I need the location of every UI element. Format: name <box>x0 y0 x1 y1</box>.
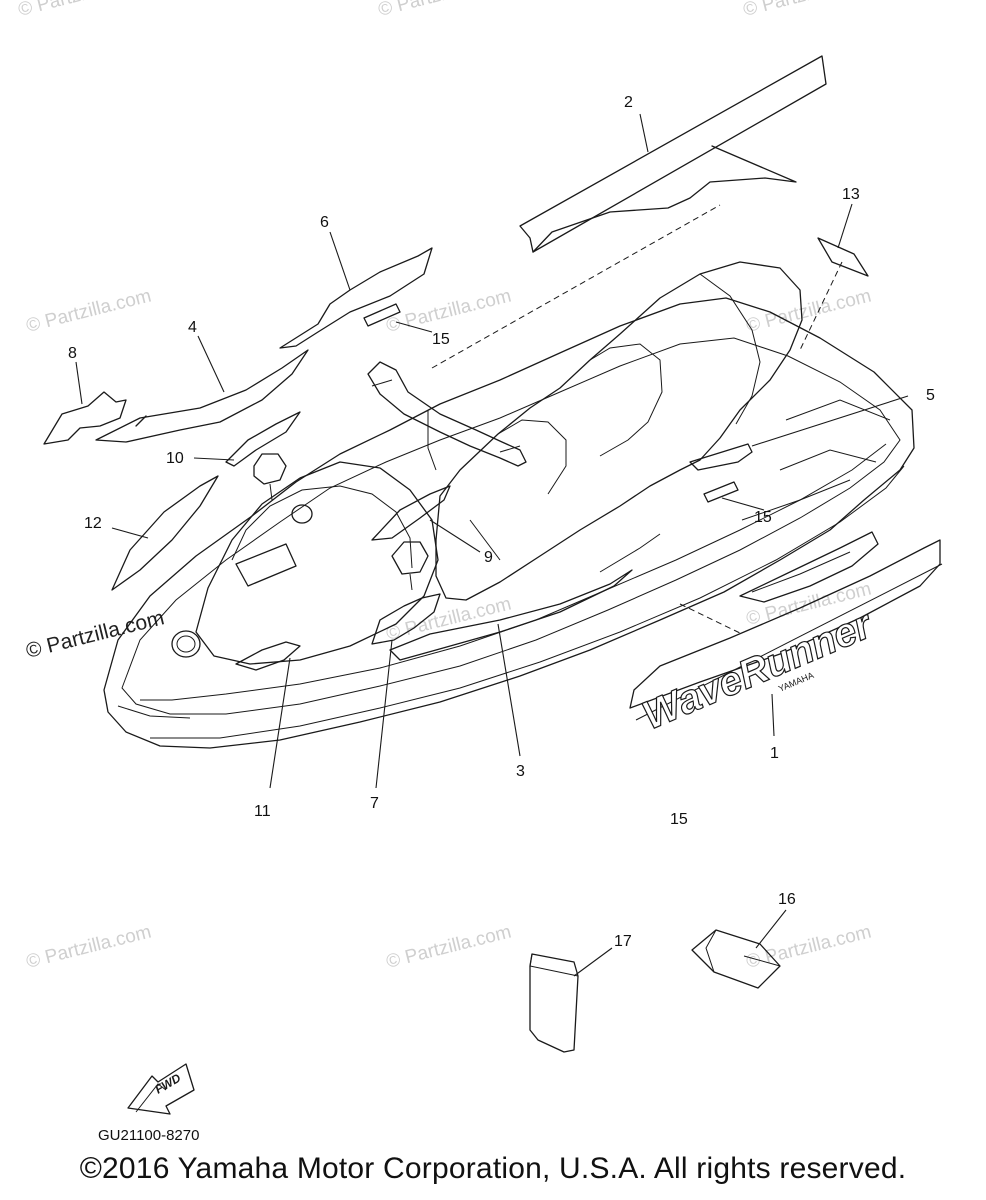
callout-17: 17 <box>614 933 632 950</box>
leader-lines <box>75 113 909 977</box>
callout-5: 5 <box>926 387 935 404</box>
part-11-decal <box>235 641 301 671</box>
watercraft-hull <box>103 297 915 749</box>
watermark: © Partzilla.com <box>741 0 870 21</box>
watermark: © Partzilla.com <box>384 594 513 645</box>
watermark: © Partzilla.com <box>24 286 153 337</box>
callout-4: 4 <box>188 319 197 336</box>
callout-2: 2 <box>624 94 633 111</box>
callout-8: 8 <box>68 345 77 362</box>
part-9-decal <box>371 485 451 541</box>
hood-cowl <box>195 453 439 665</box>
diagram-code: GU21100-8270 <box>98 1127 199 1144</box>
callout-7: 7 <box>370 795 379 812</box>
part-1-waverunner-decal: WaveRunner YAMAHA <box>629 539 943 739</box>
callout-15-mid: 15 <box>754 509 772 526</box>
part-2-top-stripe <box>431 55 827 369</box>
callout-10: 10 <box>166 450 184 467</box>
part-8-decal <box>43 391 127 445</box>
watermark: © Partzilla.com <box>24 922 153 973</box>
callout-13: 13 <box>842 186 860 203</box>
fwd-arrow-icon: FWD <box>127 1063 195 1115</box>
part-4-decal <box>95 349 309 443</box>
callout-15-lower: 15 <box>670 811 688 828</box>
callout-9: 9 <box>484 549 493 566</box>
part-15-tag <box>703 481 739 503</box>
part-13-decal <box>799 237 869 351</box>
part-6-decal <box>279 247 433 349</box>
callout-6: 6 <box>320 214 329 231</box>
callout-15-upper: 15 <box>432 331 450 348</box>
callout-16: 16 <box>778 891 796 908</box>
callout-3: 3 <box>516 763 525 780</box>
callout-12: 12 <box>84 515 102 532</box>
fwd-label: FWD <box>153 1071 184 1097</box>
part-15-tag <box>363 303 401 327</box>
callout-numbers: 2 13 6 4 8 15 5 10 12 15 9 1 3 7 11 15 1… <box>68 94 935 950</box>
part-7-decal <box>371 593 441 645</box>
seat <box>435 261 803 601</box>
part-10-decal <box>225 411 301 467</box>
part-17-card <box>529 953 579 1053</box>
part-3-side-stripe <box>389 533 661 661</box>
callout-1: 1 <box>770 745 779 762</box>
part-16-pouch <box>691 929 781 989</box>
part-5-decal <box>689 443 753 471</box>
watermark: © Partzilla.com <box>384 922 513 973</box>
copyright-notice: ©2016 Yamaha Motor Corporation, U.S.A. A… <box>79 1152 907 1185</box>
watermark: © Partzilla.com <box>384 286 513 337</box>
watermarks: © Partzilla.com © Partzilla.com © Partzi… <box>16 0 873 973</box>
part-12-decal <box>111 475 219 591</box>
handlebar <box>367 361 527 471</box>
watermark: © Partzilla.com <box>16 0 145 21</box>
watermark: © Partzilla.com <box>376 0 505 21</box>
callout-11: 11 <box>254 803 271 820</box>
watermark: © Partzilla.com <box>744 286 873 337</box>
